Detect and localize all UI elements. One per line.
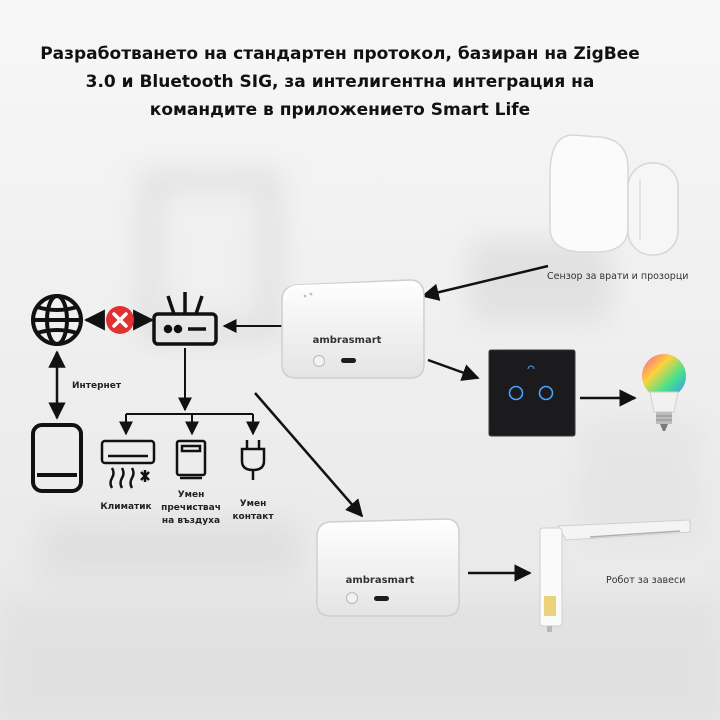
air-conditioner-icon (100, 439, 156, 489)
title-line-3: командите в приложението Smart Life (149, 100, 531, 120)
purifier-label-line-3: на въздуха (161, 516, 221, 526)
smart-plug-label-line-1: Умен (239, 499, 267, 509)
purifier-label-line-2: пречиствач (161, 503, 221, 513)
purifier-label-line-1: Умен (177, 490, 205, 500)
door-window-sensor (549, 134, 679, 256)
link-hub-switch (427, 358, 480, 381)
title-line-1: Разработването на стандартен протокол, б… (40, 44, 640, 64)
purifier-label: Умен пречиствач на въздуха (160, 489, 222, 528)
air-purifier-icon (175, 439, 207, 480)
phone-icon (31, 423, 83, 493)
hub-brand-label-main: ambrasmart (312, 335, 382, 346)
link-sensor-hub (421, 264, 549, 301)
light-bulb-icon (642, 354, 686, 431)
smart-plug-label: Умен контакт (228, 498, 278, 524)
air-conditioner-label: Климатик (100, 502, 152, 512)
router-tree-lines (119, 348, 260, 436)
door-sensor-label: Сензор за врати и прозорци (547, 271, 689, 282)
touch-switch-panel (488, 349, 576, 437)
smart-plug-icon (240, 440, 266, 480)
curtain-robot (539, 519, 691, 632)
blocked-x-icon (106, 306, 134, 334)
link-hub-hub2 (254, 392, 364, 518)
hub-brand-label-secondary: ambrasmart (345, 575, 415, 586)
globe-icon (31, 294, 83, 346)
smart-plug-label-line-2: контакт (232, 512, 274, 522)
zigbee-hub-secondary (316, 518, 460, 617)
curtain-robot-label: Робот за завеси (606, 575, 686, 586)
title-line-2: 3.0 и Bluetooth SIG, за интелигентна инт… (85, 72, 595, 92)
internet-label: Интернет (72, 381, 122, 391)
router-icon (152, 292, 218, 346)
page-title: Разработването на стандартен протокол, б… (20, 40, 660, 124)
zigbee-hub-main (281, 279, 425, 379)
